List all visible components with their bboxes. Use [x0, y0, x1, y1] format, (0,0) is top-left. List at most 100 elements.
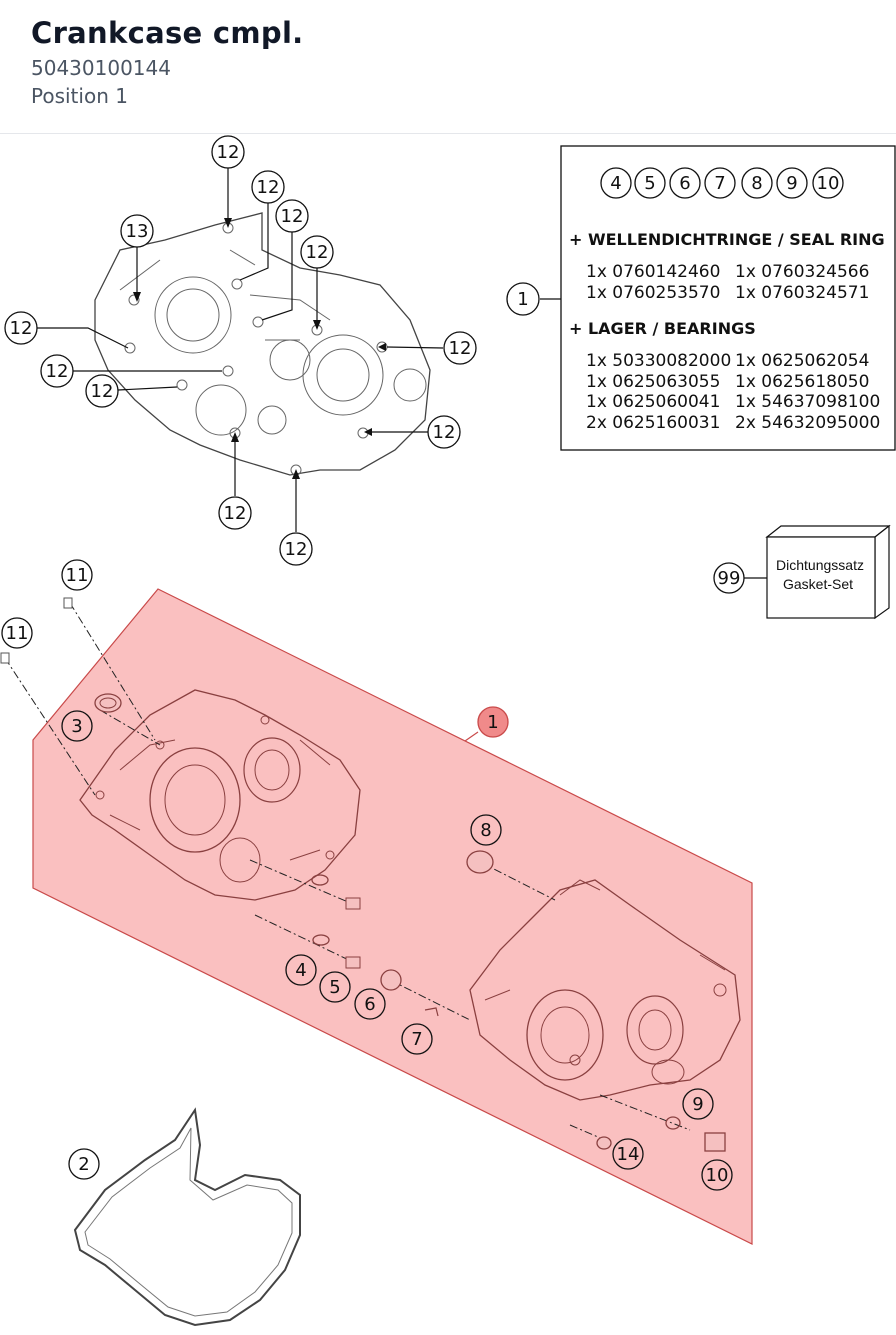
crankcase-highlight-area — [32, 588, 753, 1245]
callout-12-top-e[interactable]: 12 — [4, 311, 38, 345]
callout-12-top-c[interactable]: 12 — [275, 199, 309, 233]
callout-12-top-i[interactable]: 12 — [427, 415, 461, 449]
svg-text:4: 4 — [295, 960, 306, 981]
callout-11-b[interactable]: 11 — [1, 617, 33, 649]
callout-11-a[interactable]: 11 — [61, 559, 93, 591]
kit-number-4[interactable]: 4 — [600, 167, 632, 199]
gasket-set-line2: Gasket-Set — [783, 576, 853, 592]
kit-number-7[interactable]: 7 — [704, 167, 736, 199]
kit-number-6[interactable]: 6 — [669, 167, 701, 199]
page-header: Crankcase cmpl. 50430100144 Position 1 — [0, 0, 896, 134]
position-label: Position 1 — [31, 84, 128, 108]
gasket-set-box: Dichtungssatz Gasket-Set — [744, 524, 891, 620]
callout-10[interactable]: 10 — [701, 1159, 733, 1191]
callout-4[interactable]: 4 — [285, 954, 317, 986]
svg-text:12: 12 — [91, 381, 114, 402]
svg-text:3: 3 — [71, 716, 82, 737]
svg-text:5: 5 — [644, 173, 655, 194]
callout-12-top-j[interactable]: 12 — [218, 496, 252, 530]
callout-12-top-a[interactable]: 12 — [211, 135, 245, 169]
svg-text:10: 10 — [706, 1165, 729, 1186]
right-crankcase-half — [469, 879, 741, 1101]
svg-text:10: 10 — [817, 173, 840, 194]
svg-text:12: 12 — [10, 318, 33, 339]
svg-text:4: 4 — [610, 173, 621, 194]
seal-ring-heading: + WELLENDICHTRINGE / SEAL RING — [569, 230, 885, 249]
callout-7[interactable]: 7 — [401, 1023, 433, 1055]
left-crankcase-half — [79, 689, 361, 901]
svg-text:12: 12 — [306, 242, 329, 263]
callout-12-top-b[interactable]: 12 — [251, 170, 285, 204]
svg-text:7: 7 — [411, 1029, 422, 1050]
page-title: Crankcase cmpl. — [31, 16, 304, 50]
svg-text:9: 9 — [786, 173, 797, 194]
callout-3[interactable]: 3 — [61, 710, 93, 742]
bearing-item-7: 2x 0625160031 — [586, 413, 720, 433]
bearing-item-2: 1x 0625062054 — [735, 351, 869, 371]
gasket-outline — [73, 1107, 301, 1327]
callout-13[interactable]: 13 — [120, 214, 154, 248]
bearing-item-4: 1x 0625618050 — [735, 372, 869, 392]
svg-text:14: 14 — [617, 1144, 640, 1165]
svg-text:13: 13 — [126, 221, 149, 242]
callout-12-top-k[interactable]: 12 — [279, 532, 313, 566]
svg-text:12: 12 — [433, 422, 456, 443]
bearing-item-6: 1x 54637098100 — [735, 392, 880, 412]
svg-text:7: 7 — [714, 173, 725, 194]
assembly-lines — [4, 602, 691, 1141]
kit-number-8[interactable]: 8 — [741, 167, 773, 199]
callout-1-highlighted[interactable]: 1 — [477, 706, 509, 738]
bearing-item-1: 1x 50330082000 — [586, 351, 731, 371]
seal-item-1: 1x 0760142460 — [586, 262, 720, 282]
part-number: 50430100144 — [31, 56, 171, 80]
kit-number-row: 4 5 6 7 8 9 10 — [600, 167, 844, 199]
bearing-item-3: 1x 0625063055 — [586, 372, 720, 392]
svg-text:12: 12 — [217, 142, 240, 163]
callout-12-top-g[interactable]: 12 — [85, 374, 119, 408]
exploded-parts-diagram: 12 12 12 12 13 12 12 12 12 12 12 12 — [0, 135, 896, 1327]
callout-99[interactable]: 99 — [713, 562, 745, 594]
bearing-item-5: 1x 0625060041 — [586, 392, 720, 412]
kit-number-5[interactable]: 5 — [634, 167, 666, 199]
seal-item-2: 1x 0760324566 — [735, 262, 869, 282]
seal-item-3: 1x 0760253570 — [586, 283, 720, 303]
gasket-set-line1: Dichtungssatz — [776, 557, 864, 573]
callout-12-top-f[interactable]: 12 — [40, 354, 74, 388]
callout-2[interactable]: 2 — [68, 1148, 100, 1180]
svg-text:12: 12 — [281, 206, 304, 227]
svg-text:12: 12 — [224, 503, 247, 524]
svg-text:12: 12 — [285, 539, 308, 560]
callout-1-kit[interactable]: 1 — [506, 282, 540, 316]
top-arrowheads — [133, 218, 386, 479]
kit-number-9[interactable]: 9 — [776, 167, 808, 199]
callout-9[interactable]: 9 — [682, 1088, 714, 1120]
svg-text:9: 9 — [692, 1094, 703, 1115]
bearings-heading: + LAGER / BEARINGS — [569, 319, 756, 338]
callout-5[interactable]: 5 — [319, 971, 351, 1003]
callout-8[interactable]: 8 — [470, 814, 502, 846]
svg-text:6: 6 — [364, 994, 375, 1015]
svg-text:6: 6 — [679, 173, 690, 194]
small-parts — [0, 597, 726, 1152]
svg-text:1: 1 — [517, 289, 528, 310]
callout-14[interactable]: 14 — [612, 1138, 644, 1170]
svg-text:12: 12 — [46, 361, 69, 382]
svg-text:12: 12 — [449, 338, 472, 359]
kit-number-10[interactable]: 10 — [812, 167, 844, 199]
svg-text:1: 1 — [487, 712, 498, 733]
svg-text:99: 99 — [718, 568, 741, 589]
svg-text:11: 11 — [6, 623, 29, 644]
svg-text:8: 8 — [480, 820, 491, 841]
callout-12-top-d[interactable]: 12 — [300, 235, 334, 269]
svg-text:2: 2 — [78, 1154, 89, 1175]
svg-text:12: 12 — [257, 177, 280, 198]
svg-text:5: 5 — [329, 977, 340, 998]
svg-text:8: 8 — [751, 173, 762, 194]
crankcase-top-view — [94, 212, 431, 476]
bearing-item-8: 2x 54632095000 — [735, 413, 880, 433]
top-leader-lines — [37, 168, 444, 532]
seal-item-4: 1x 0760324571 — [735, 283, 869, 303]
svg-text:11: 11 — [66, 565, 89, 586]
callout-12-top-h[interactable]: 12 — [443, 331, 477, 365]
callout-6[interactable]: 6 — [354, 988, 386, 1020]
